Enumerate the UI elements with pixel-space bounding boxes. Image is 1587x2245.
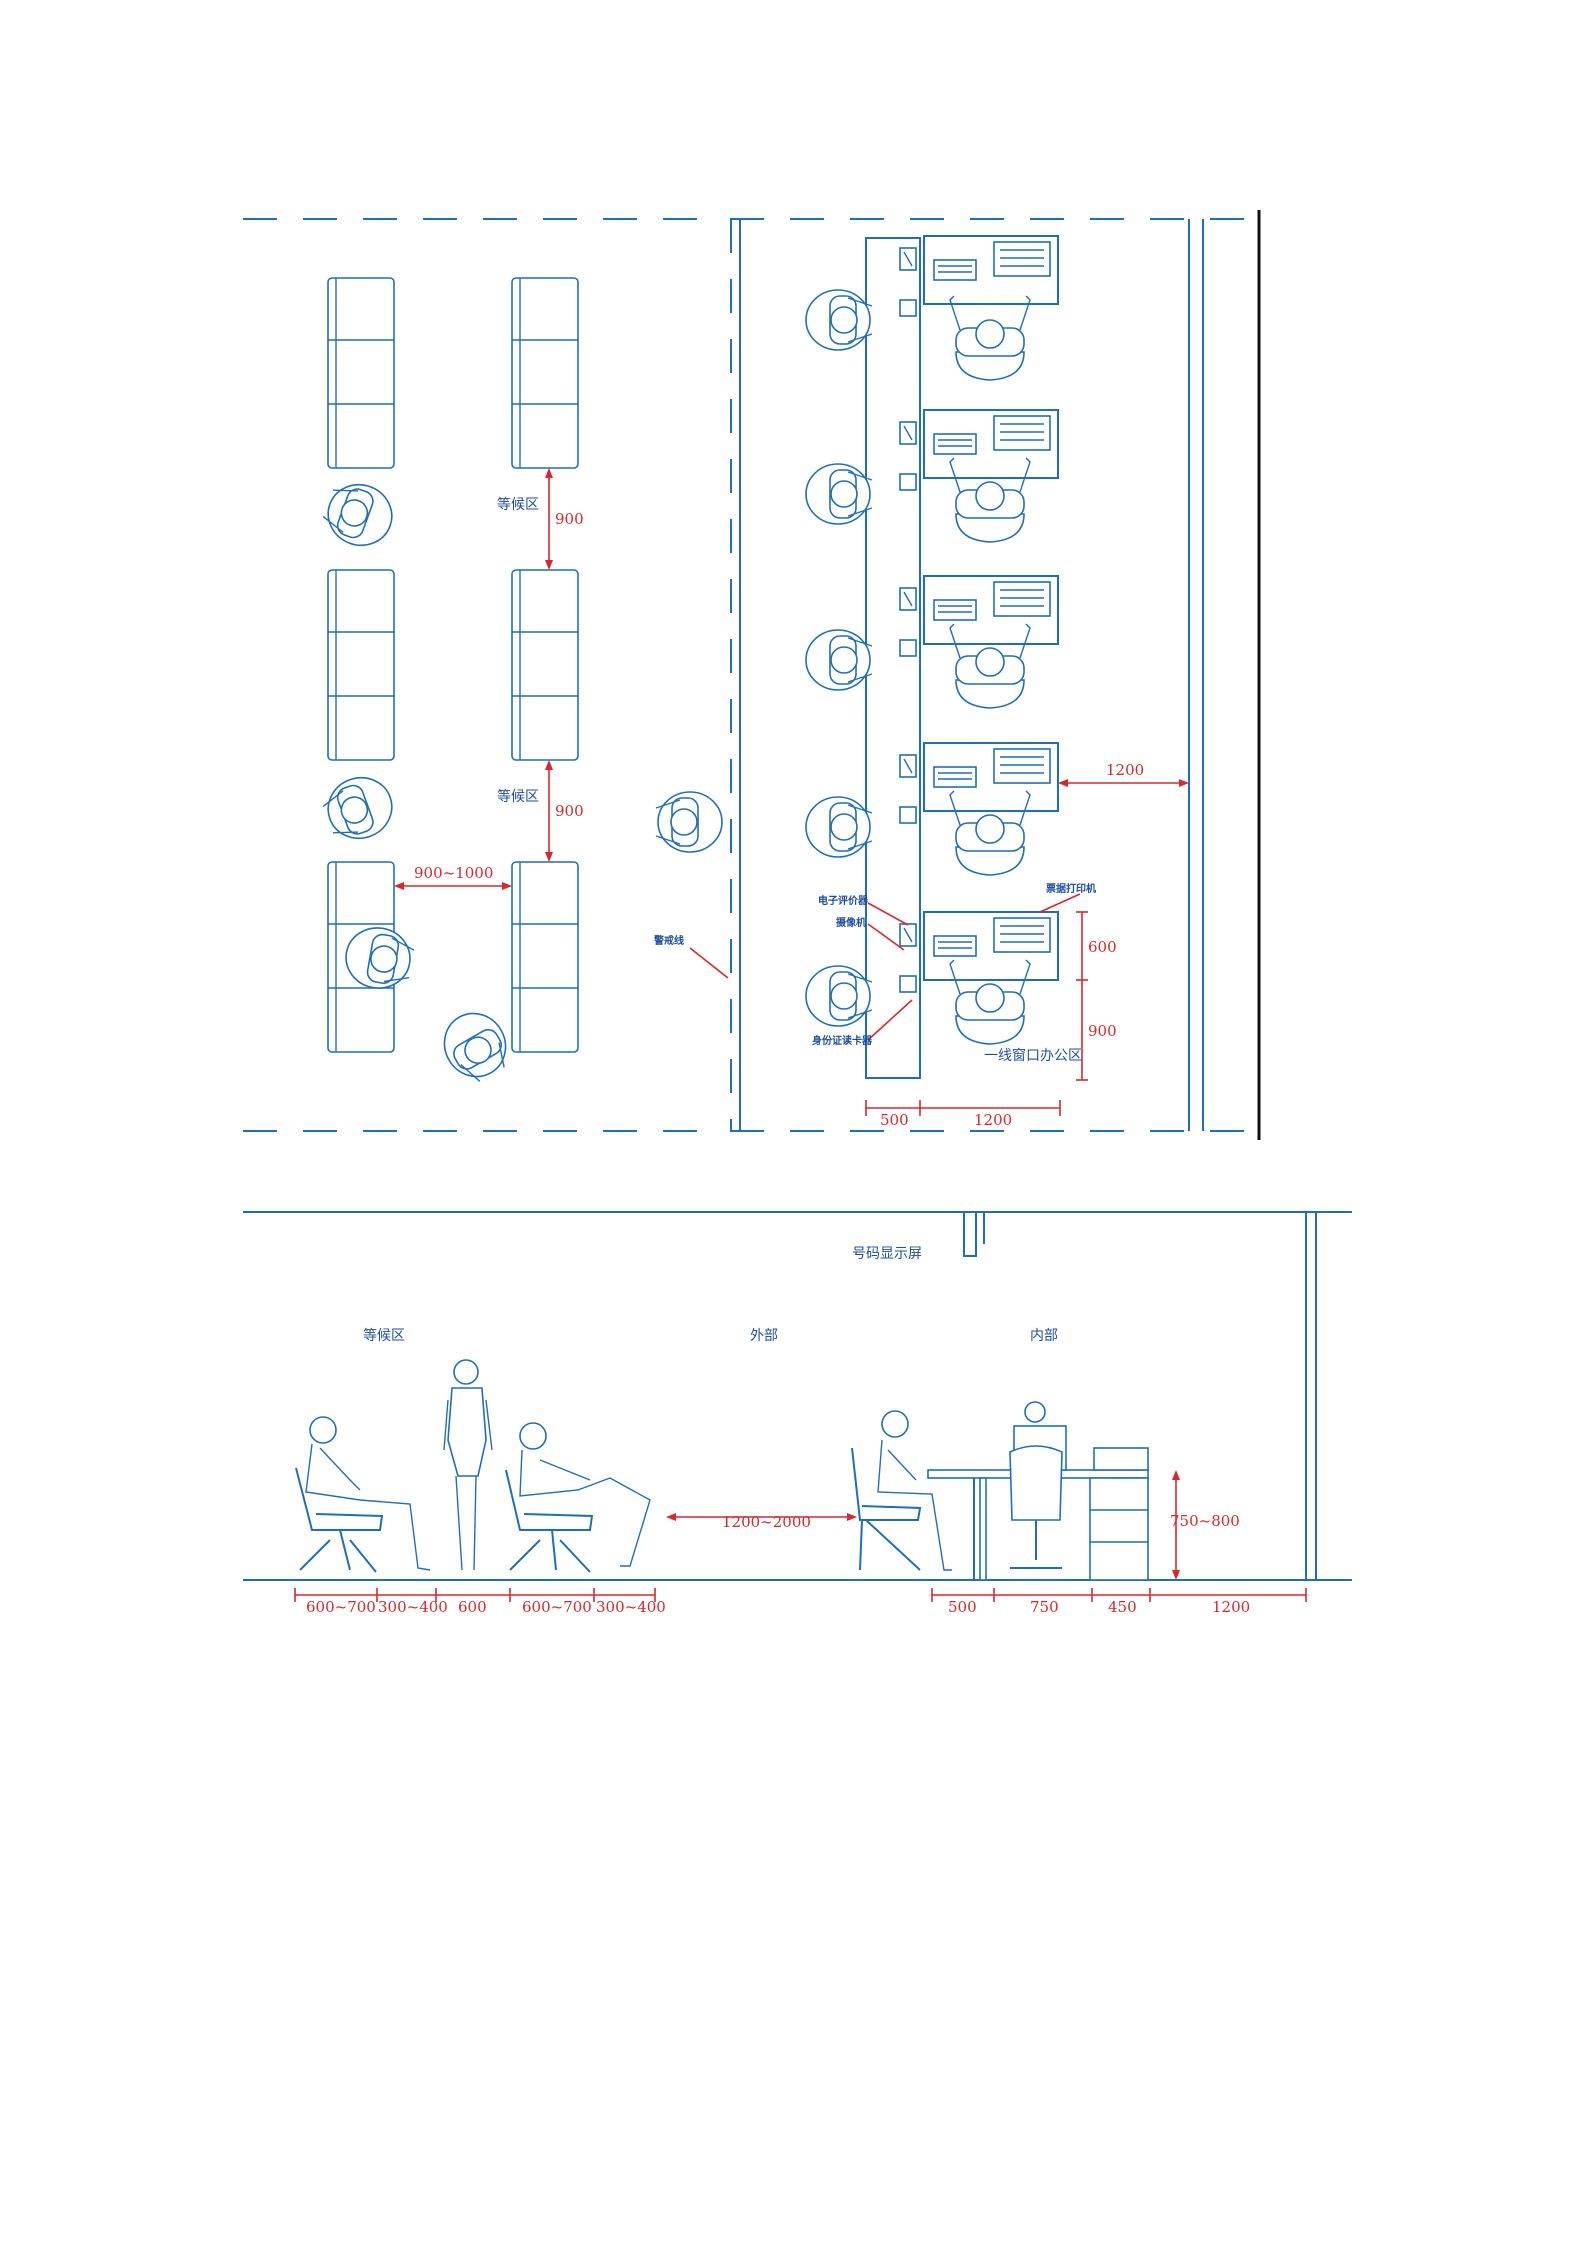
counter-area-label: 一线窗口办公区 bbox=[984, 1047, 1082, 1064]
seated-person-side bbox=[295, 1416, 431, 1573]
number-display-screen bbox=[963, 1211, 977, 1257]
bottom-dim-8: 450 bbox=[1108, 1598, 1137, 1616]
display-screen-label: 号码显示屏 bbox=[852, 1246, 922, 1262]
service-station-5 bbox=[805, 911, 1059, 1045]
dim-text-desk-height: 750~800 bbox=[1170, 1512, 1240, 1530]
seated-man-side bbox=[505, 1422, 651, 1573]
bottom-dim-5: 300~400 bbox=[596, 1598, 666, 1616]
dim-right-aisle bbox=[1058, 779, 1189, 787]
dim-text-counter-width: 500 bbox=[880, 1111, 909, 1129]
section-inside-label: 内部 bbox=[1030, 1328, 1058, 1344]
elevation-section: 号码显示屏 等候区 外部 内部 1200~2000 750~800 600~70… bbox=[243, 1211, 1352, 1616]
dim-aisle bbox=[394, 882, 512, 890]
warning-line-label: 警戒线 bbox=[653, 934, 684, 947]
sofa-right-1 bbox=[511, 277, 579, 469]
section-outside-label: 外部 bbox=[750, 1328, 778, 1344]
evaluator-label: 电子评价器 bbox=[818, 894, 869, 907]
sofa-left-2 bbox=[327, 569, 395, 761]
dim-text-aisle: 900~1000 bbox=[414, 864, 493, 882]
bottom-dim-2: 300~400 bbox=[378, 1598, 448, 1616]
service-station-2 bbox=[805, 409, 1059, 543]
bottom-dim-1: 600~700 bbox=[306, 1598, 376, 1616]
dim-desk-height bbox=[1172, 1470, 1180, 1580]
dim-text-chair-space: 900 bbox=[1088, 1022, 1117, 1040]
dim-counter-desk bbox=[865, 1100, 1061, 1116]
printer-label: 票据打印机 bbox=[1046, 882, 1096, 895]
dim-text-right-aisle: 1200 bbox=[1106, 761, 1144, 779]
sofa-right-2 bbox=[511, 569, 579, 761]
customer-side bbox=[851, 1410, 952, 1571]
walking-person bbox=[432, 1001, 519, 1091]
service-station-1 bbox=[805, 235, 1059, 381]
bottom-dim-7: 750 bbox=[1030, 1598, 1059, 1616]
service-desk-side bbox=[927, 1401, 1149, 1581]
dim-row-gap-2 bbox=[545, 760, 553, 862]
dim-text-row-gap-2: 900 bbox=[555, 802, 584, 820]
service-station-4 bbox=[805, 742, 1059, 876]
bottom-dim-4: 600~700 bbox=[522, 1598, 592, 1616]
section-waiting-label: 等候区 bbox=[363, 1327, 405, 1344]
dim-gap bbox=[666, 1513, 857, 1521]
dim-desk-depth-chair bbox=[1076, 911, 1088, 1081]
sofa-left-1 bbox=[327, 277, 395, 469]
waiting-area-label-1: 等候区 bbox=[497, 496, 539, 513]
bottom-dim-6: 500 bbox=[948, 1598, 977, 1616]
queue-person bbox=[655, 791, 723, 853]
dim-text-gap: 1200~2000 bbox=[722, 1513, 811, 1531]
camera-label: 摄像机 bbox=[836, 916, 866, 929]
dim-text-desk-width: 1200 bbox=[974, 1111, 1012, 1129]
standing-woman-side bbox=[443, 1359, 493, 1571]
dim-text-desk-depth: 600 bbox=[1088, 938, 1117, 956]
floor-plan: 等候区 等候区 900 900 900~1000 1200 600 900 50… bbox=[243, 210, 1261, 1140]
service-counter bbox=[865, 237, 921, 1079]
waiting-area-label-2: 等候区 bbox=[497, 788, 539, 805]
office-chair-side bbox=[1009, 1445, 1063, 1521]
standing-person bbox=[316, 768, 402, 849]
sofa-right-3 bbox=[511, 861, 579, 1053]
service-station-3 bbox=[805, 575, 1059, 709]
bottom-dim-3: 600 bbox=[458, 1598, 487, 1616]
standing-person bbox=[316, 474, 402, 555]
printer-side bbox=[1093, 1447, 1149, 1471]
bottom-dim-9: 1200 bbox=[1212, 1598, 1250, 1616]
dim-row-gap-1 bbox=[545, 468, 553, 570]
id-reader-label: 身份证读卡器 bbox=[812, 1034, 873, 1047]
dim-text-row-gap-1: 900 bbox=[555, 510, 584, 528]
